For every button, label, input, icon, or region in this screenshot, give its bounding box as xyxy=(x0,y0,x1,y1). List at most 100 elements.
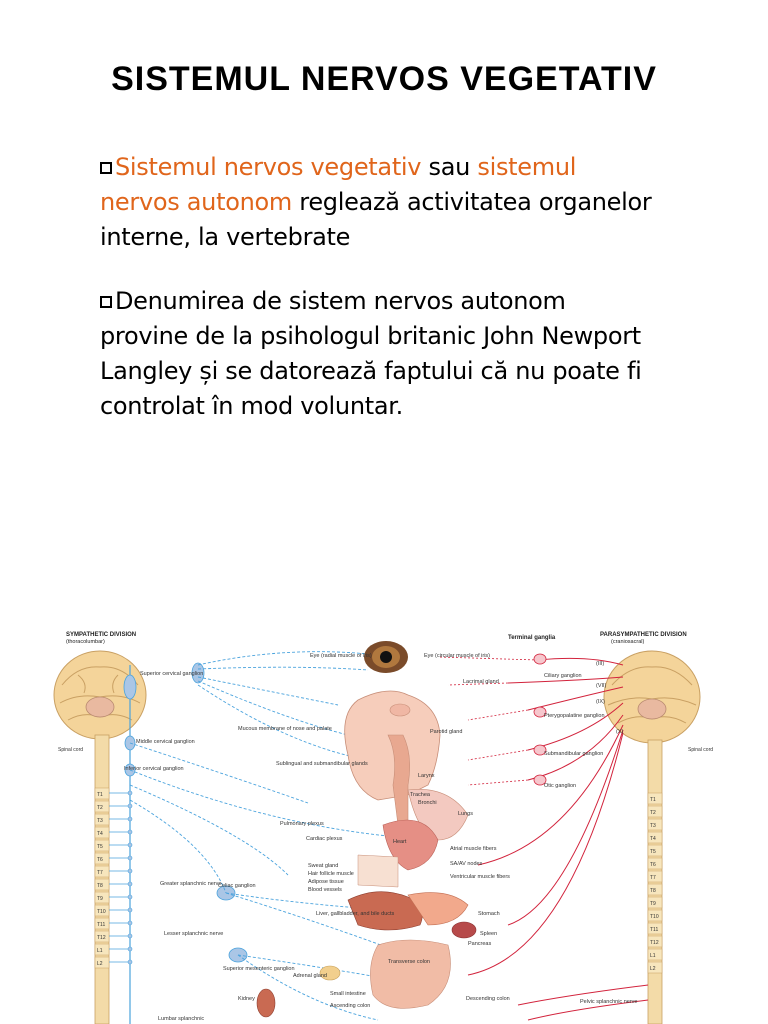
label-adipose: Adipose tissue xyxy=(308,879,344,885)
label-liver: Liver, gallbladder, and bile ducts xyxy=(316,911,395,917)
chain-ganglion xyxy=(127,946,133,952)
left-vertebra-segment xyxy=(94,852,110,865)
label-cranial-x: (X) xyxy=(616,729,624,735)
label-kidney: Kidney xyxy=(238,996,255,1002)
left-vertebra-segment xyxy=(94,891,110,904)
label-greater-splanchnic: Greater splanchnic nerve xyxy=(160,881,221,887)
left-vertebra-label: L2 xyxy=(97,961,103,967)
label-bronchi: Bronchi xyxy=(418,800,437,806)
right-vertebra-label: T12 xyxy=(650,940,659,946)
chain-ganglion xyxy=(127,920,133,926)
terminal-ganglia-label: Terminal ganglia xyxy=(508,635,556,641)
right-vertebra-label: T4 xyxy=(650,836,656,842)
paragraph-2: Denumirea de sistem nervos autonom provi… xyxy=(100,284,660,424)
paragraph-1: Sistemul nervos vegetativ sau sistemul n… xyxy=(100,150,660,255)
label-celiac: Celiac ganglion xyxy=(218,883,256,889)
left-vertebra-label: T12 xyxy=(97,935,106,941)
label-lumbar-splanchnic: Lumbar splanchnic xyxy=(158,1016,204,1022)
left-vertebra-label: T6 xyxy=(97,857,103,863)
right-vertebra-segment xyxy=(647,831,663,844)
parasympathetic-header: PARASYMPATHETIC DIVISION xyxy=(600,632,687,638)
right-vertebra-label: T6 xyxy=(650,862,656,868)
chain-ganglion xyxy=(127,790,133,796)
sympathetic-subheader: (thoracolumbar) xyxy=(66,639,105,645)
right-vertebra-label: T11 xyxy=(650,927,658,933)
label-spleen: Spleen xyxy=(480,931,497,937)
label-otic: Otic ganglion xyxy=(544,783,576,789)
terminal-ganglia xyxy=(533,653,547,786)
chain-ganglion xyxy=(127,803,133,809)
slide-body: Sistemul nervos vegetativ sau sistemul n… xyxy=(100,150,660,453)
label-superior-mesenteric: Superior mesenteric ganglion xyxy=(223,966,295,972)
chain-ganglion xyxy=(127,907,133,913)
left-vertebra-label: T2 xyxy=(97,805,103,811)
label-sa-av: SA/AV nodes xyxy=(450,861,483,867)
sympathetic-header: SYMPATHETIC DIVISION xyxy=(66,632,136,638)
right-vertebra-label: T3 xyxy=(650,823,656,829)
right-vertebra-label: T1 xyxy=(650,797,656,803)
right-vertebra-label: L2 xyxy=(650,966,656,972)
left-vertebra-label: T3 xyxy=(97,818,103,824)
chain-ganglion xyxy=(127,959,133,965)
right-vertebra-label: T10 xyxy=(650,914,659,920)
label-middle-cervical: Middle cervical ganglion xyxy=(136,739,195,745)
right-vertebra-segment xyxy=(647,896,663,909)
left-vertebra-label: T8 xyxy=(97,883,103,889)
chain-ganglion xyxy=(127,868,133,874)
left-vertebra-label: T1 xyxy=(97,792,103,798)
chain-ganglion xyxy=(127,829,133,835)
label-submandibular: Submandibular ganglion xyxy=(544,751,603,757)
thorax-illustration xyxy=(357,789,469,888)
spinal-cord-right-label: Spinal cord xyxy=(688,747,713,753)
right-vertebra-segment xyxy=(647,857,663,870)
parasympathetic-subheader: (craniosacral) xyxy=(611,639,644,645)
label-pulmonary: Pulmonary plexus xyxy=(280,821,324,827)
chain-ganglion xyxy=(127,894,133,900)
right-vertebra-segment xyxy=(647,818,663,831)
label-pelvic-splanchnic: Pelvic splanchnic nerve xyxy=(580,999,637,1005)
label-cranial-vii: (VII) xyxy=(596,683,607,689)
eye-illustration xyxy=(364,641,408,673)
chain-ganglion xyxy=(127,816,133,822)
left-vertebra-segment xyxy=(94,813,110,826)
head-illustration xyxy=(344,690,441,826)
label-transverse: Transverse colon xyxy=(388,959,430,965)
left-vertebra-segment xyxy=(94,839,110,852)
slide-title: SISTEMUL NERVOS VEGETATIV xyxy=(111,60,657,98)
chain-ganglion xyxy=(127,933,133,939)
label-adrenal: Adrenal gland xyxy=(293,973,327,979)
label-mucous: Mucous membrane of nose and palate xyxy=(238,726,332,732)
chain-ganglion xyxy=(127,881,133,887)
left-vertebra-label: T9 xyxy=(97,896,103,902)
right-vertebra-segment xyxy=(647,805,663,818)
label-eye-radial: Eye (radial muscle of iris) xyxy=(310,653,372,659)
right-vertebra-label: T8 xyxy=(650,888,656,894)
label-trachea: Trachea xyxy=(410,792,431,798)
label-heart: Heart xyxy=(393,839,407,845)
label-small-intestine: Small intestine xyxy=(330,991,366,997)
right-vertebra-label: T9 xyxy=(650,901,656,907)
label-stomach: Stomach xyxy=(478,911,500,917)
left-vertebra-segment xyxy=(94,917,110,930)
right-vertebra-segment xyxy=(647,961,663,974)
term-autonom: sistemul nervos autonom xyxy=(100,153,577,216)
left-vertebra-segment xyxy=(94,878,110,891)
connector-text: sau xyxy=(421,153,478,181)
label-parotid: Parotid gland xyxy=(430,729,462,735)
label-pancreas: Pancreas xyxy=(468,941,491,947)
label-descending: Descending colon xyxy=(466,996,510,1002)
checkbox-bullet-icon xyxy=(100,162,112,174)
right-vertebra-segment xyxy=(647,844,663,857)
spinal-cord-left-label: Spinal cord xyxy=(58,747,83,753)
label-lesser-splanchnic: Lesser splanchnic nerve xyxy=(164,931,223,937)
checkbox-bullet-icon xyxy=(100,296,112,308)
left-vertebra-segment xyxy=(94,865,110,878)
left-vertebra-segment xyxy=(94,904,110,917)
right-vertebra-label: T7 xyxy=(650,875,656,881)
right-vertebra-segment xyxy=(647,883,663,896)
left-vertebra-segment xyxy=(94,826,110,839)
right-vertebra-segment xyxy=(647,948,663,961)
term-vegetativ: Sistemul nervos vegetativ xyxy=(115,153,422,181)
